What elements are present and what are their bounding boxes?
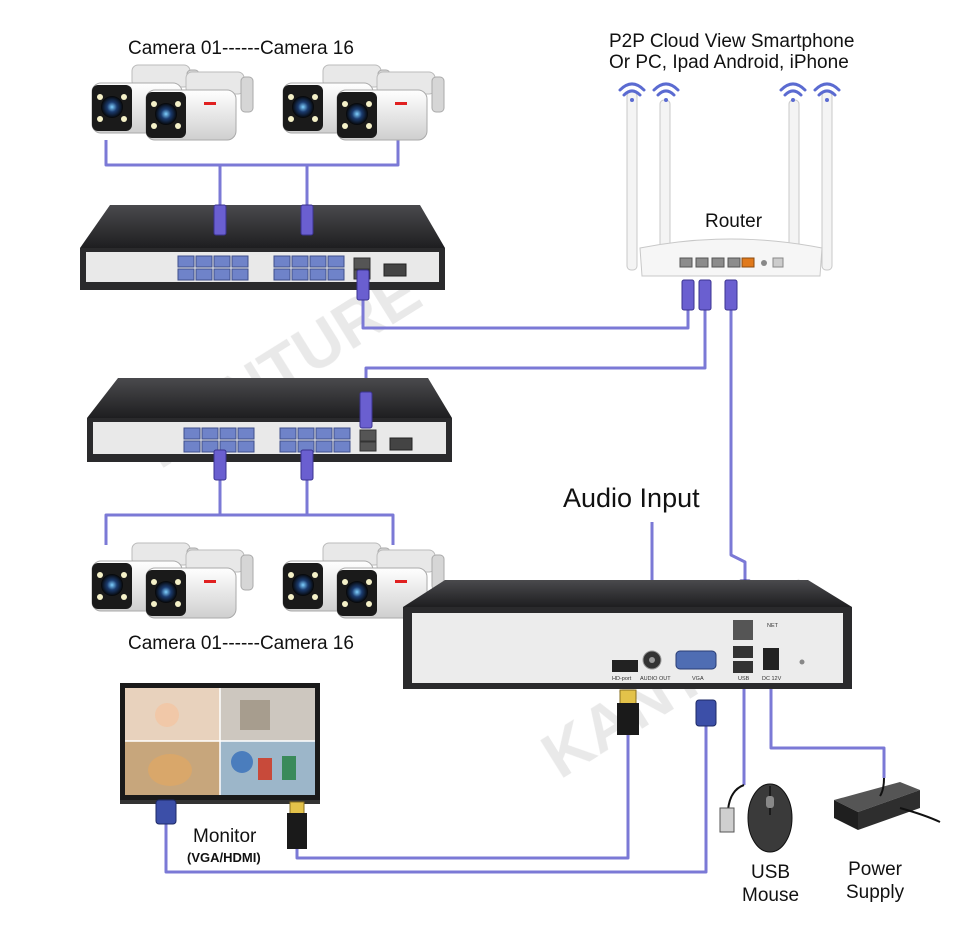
panel-label-audio: AUDIO OUT xyxy=(640,676,671,682)
usb-mouse-label-line2: Mouse xyxy=(742,885,800,906)
router xyxy=(626,91,833,277)
wifi-icon xyxy=(618,82,841,102)
router-label: Router xyxy=(705,211,763,232)
cables xyxy=(104,140,886,874)
usb-mouse-label-line1: USB xyxy=(750,862,791,883)
hdmi-connector-icon xyxy=(617,689,639,735)
poe-switch-bottom xyxy=(87,378,452,462)
vga-connector-icon xyxy=(695,699,717,727)
cable-vga xyxy=(164,725,708,874)
cable-bottom-cameras xyxy=(104,513,395,545)
router-lan-ports xyxy=(679,257,741,268)
poe-switch-top xyxy=(80,205,445,290)
camera-7 xyxy=(282,542,391,612)
usb-mouse-label: USB Mouse xyxy=(742,861,799,907)
cable-power xyxy=(769,680,886,778)
panel-label-hd: HD-port xyxy=(612,676,632,682)
camera-range-top-label: Camera 01------Camera 16 xyxy=(128,38,354,59)
power-supply-label-line1: Power xyxy=(848,859,902,880)
monitor-display xyxy=(120,683,320,804)
switch-bottom-ports xyxy=(183,427,351,453)
panel-label-dc: DC 12V xyxy=(762,676,782,682)
camera-group-top xyxy=(91,64,445,141)
camera-4 xyxy=(336,71,445,141)
p2p-caption-line2: Or PC, Ipad Android, iPhone xyxy=(609,52,849,73)
audio-input-label: Audio Input xyxy=(563,483,700,513)
panel-label-usb: USB xyxy=(738,676,750,682)
cable-router-nvr xyxy=(729,310,747,582)
p2p-caption-line1: P2P Cloud View Smartphone xyxy=(609,31,855,52)
switch-top-ports xyxy=(177,255,345,281)
usb-mouse xyxy=(719,783,793,853)
camera-group-bottom xyxy=(91,542,445,619)
power-adapter xyxy=(834,777,941,830)
camera-2 xyxy=(145,71,254,141)
p2p-caption: P2P Cloud View Smartphone Or PC, Ipad An… xyxy=(609,31,854,73)
camera-range-bottom-label: Camera 01------Camera 16 xyxy=(128,633,354,654)
monitor-sub-label: (VGA/HDMI) xyxy=(187,850,261,865)
cable-hdmi xyxy=(295,735,630,860)
panel-label-net: NET xyxy=(767,623,779,629)
cable-top-cameras xyxy=(104,140,400,167)
panel-label-vga: VGA xyxy=(692,676,704,682)
vga-connector-icon xyxy=(155,799,177,825)
power-supply-label: Power Supply xyxy=(846,858,904,904)
hdmi-connector-icon xyxy=(287,801,307,849)
monitor-label: Monitor xyxy=(193,826,257,847)
camera-8 xyxy=(336,549,445,619)
power-supply-label-line2: Supply xyxy=(846,882,905,903)
cable-switch1-router xyxy=(361,285,690,330)
nvr-recorder: HD-port AUDIO OUT VGA USB DC 12V NET xyxy=(403,580,852,689)
camera-6 xyxy=(145,549,254,619)
